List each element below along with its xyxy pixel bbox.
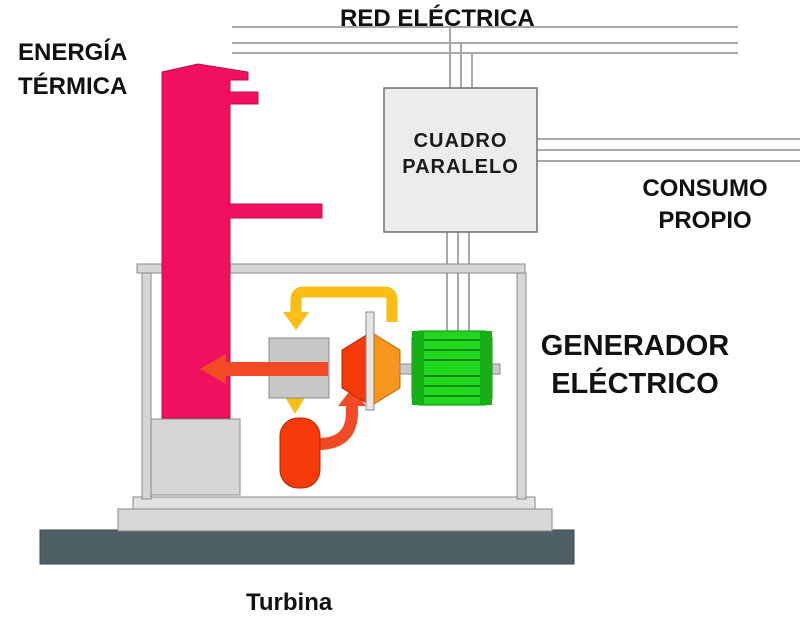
- consumo-propio-label-line1: CONSUMO: [642, 175, 768, 202]
- power-grid-lines: [232, 26, 800, 370]
- turbina-label: Turbina: [246, 589, 333, 616]
- frame-right-post: [516, 272, 527, 500]
- base-light-slab: [117, 508, 553, 532]
- arrow-icon: [317, 388, 366, 450]
- thermal-chimney: [161, 63, 323, 419]
- arrow-icon: [200, 354, 328, 384]
- red-electrica-label: RED ELÉCTRICA: [340, 5, 535, 32]
- base-dark-slab: [39, 529, 575, 565]
- cuadro-paralelo-box: [383, 87, 538, 233]
- base-rail: [132, 496, 536, 510]
- energia-termica-label-line2: TÉRMICA: [18, 73, 128, 100]
- generador-label-line1: GENERADOR: [540, 330, 730, 362]
- frame-top-bar: [136, 263, 526, 274]
- generator-icon: [411, 330, 493, 406]
- cuadro-paralelo-label-line1: CUADRO: [413, 130, 508, 152]
- consumo-propio-label-line2: PROPIO: [658, 207, 752, 234]
- boiler-icon: [279, 417, 321, 489]
- boiler-box: [150, 418, 241, 496]
- frame-left-post: [141, 272, 152, 500]
- turbine-icon: [341, 311, 401, 411]
- generador-label-line2: ELÉCTRICO: [551, 368, 719, 400]
- cuadro-paralelo-label-line2: PARALELO: [402, 156, 519, 178]
- energia-termica-label-line1: ENERGÍA: [18, 39, 128, 66]
